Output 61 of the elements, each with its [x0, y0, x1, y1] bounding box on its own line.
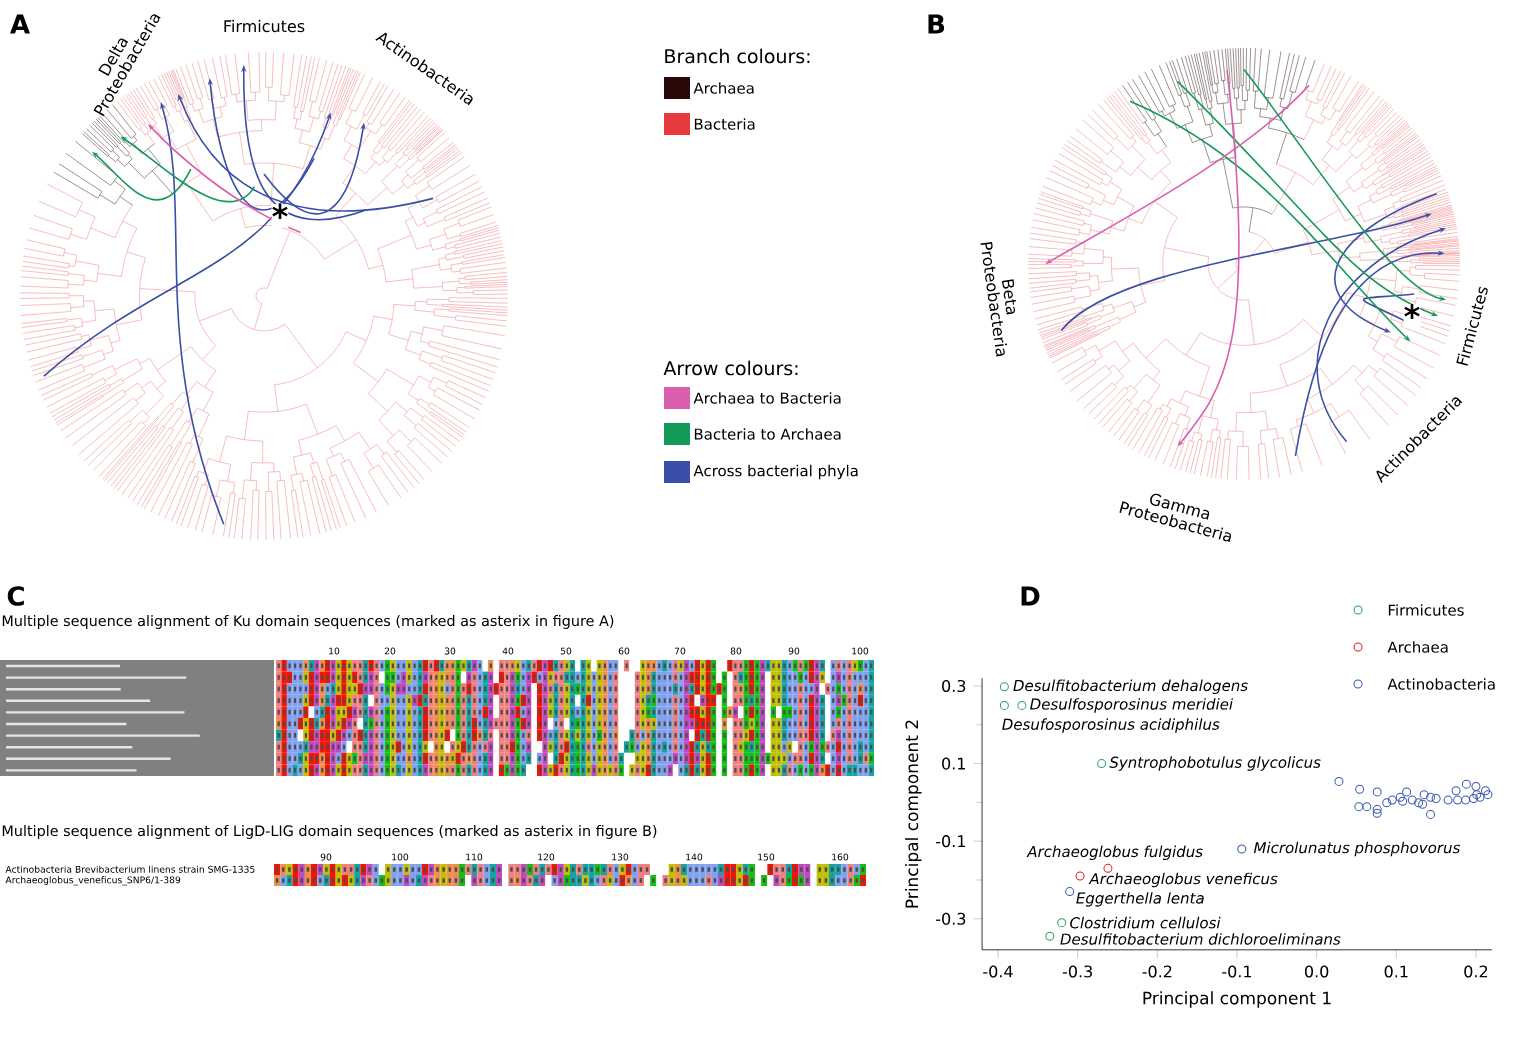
y-tick-label: -0.3: [936, 912, 966, 925]
point: [1414, 798, 1424, 808]
x-tick-label: -0.1: [1222, 965, 1252, 978]
point: [1451, 786, 1461, 796]
panel-letter: B: [928, 14, 945, 34]
point: [1461, 795, 1471, 805]
point: [1334, 776, 1344, 786]
point: [1443, 795, 1453, 805]
point: [1398, 796, 1408, 806]
clade-label: Firmicutes: [224, 19, 305, 33]
point: [1471, 781, 1481, 791]
x-tick-label: 0.1: [1384, 965, 1408, 978]
point: [1017, 700, 1027, 710]
panel-letter: A: [10, 14, 30, 34]
point: [1372, 804, 1382, 814]
x-axis-title: Principal component 1: [1143, 991, 1331, 1008]
x-tick-label: 0.2: [1464, 965, 1488, 978]
point: [1097, 759, 1107, 769]
point: [1075, 871, 1085, 881]
point: [1057, 918, 1067, 928]
point: [1065, 887, 1075, 897]
x-tick-label: -0.3: [1062, 965, 1092, 978]
x-tick-label: -0.2: [1142, 965, 1172, 978]
y-tick-label: 0.1: [942, 757, 965, 770]
asterisk-mark: *: [1403, 304, 1421, 328]
point: [1362, 802, 1372, 812]
point: [999, 682, 1009, 692]
point: [1372, 808, 1382, 818]
point: [1237, 844, 1247, 854]
panel-letter: C: [7, 586, 24, 606]
point: [1355, 784, 1365, 794]
point: [1426, 809, 1436, 819]
point: [1387, 795, 1397, 805]
point: [1426, 792, 1436, 802]
point: [1419, 790, 1429, 800]
y-tick-label: 0.3: [942, 679, 966, 693]
point: [1453, 795, 1463, 805]
point: [1103, 863, 1113, 873]
point: [1395, 792, 1405, 802]
point: [1402, 787, 1412, 797]
point: [1483, 790, 1493, 800]
panel-letter: D: [1021, 586, 1040, 606]
point: [1431, 794, 1441, 804]
point: [1372, 787, 1382, 797]
point: [999, 700, 1009, 710]
y-tick-label: -0.1: [936, 835, 965, 848]
point: [1354, 802, 1364, 812]
point: [1045, 931, 1055, 941]
legend-heading: Branch colours:: [665, 48, 810, 64]
x-tick-label: -0.4: [983, 965, 1013, 978]
x-tick-label: 0.0: [1304, 965, 1329, 978]
point: [1461, 779, 1471, 789]
point: [1407, 795, 1417, 805]
point: [1382, 798, 1392, 808]
point: [1481, 786, 1491, 796]
y-axis-title: Principal component 2: [905, 720, 922, 908]
point: [1418, 799, 1428, 809]
asterisk-mark: *: [271, 204, 289, 228]
legend-heading: Arrow colours:: [663, 360, 798, 376]
point: [1469, 794, 1479, 804]
clade-label: Beta Proteobacteria: [980, 241, 1017, 357]
